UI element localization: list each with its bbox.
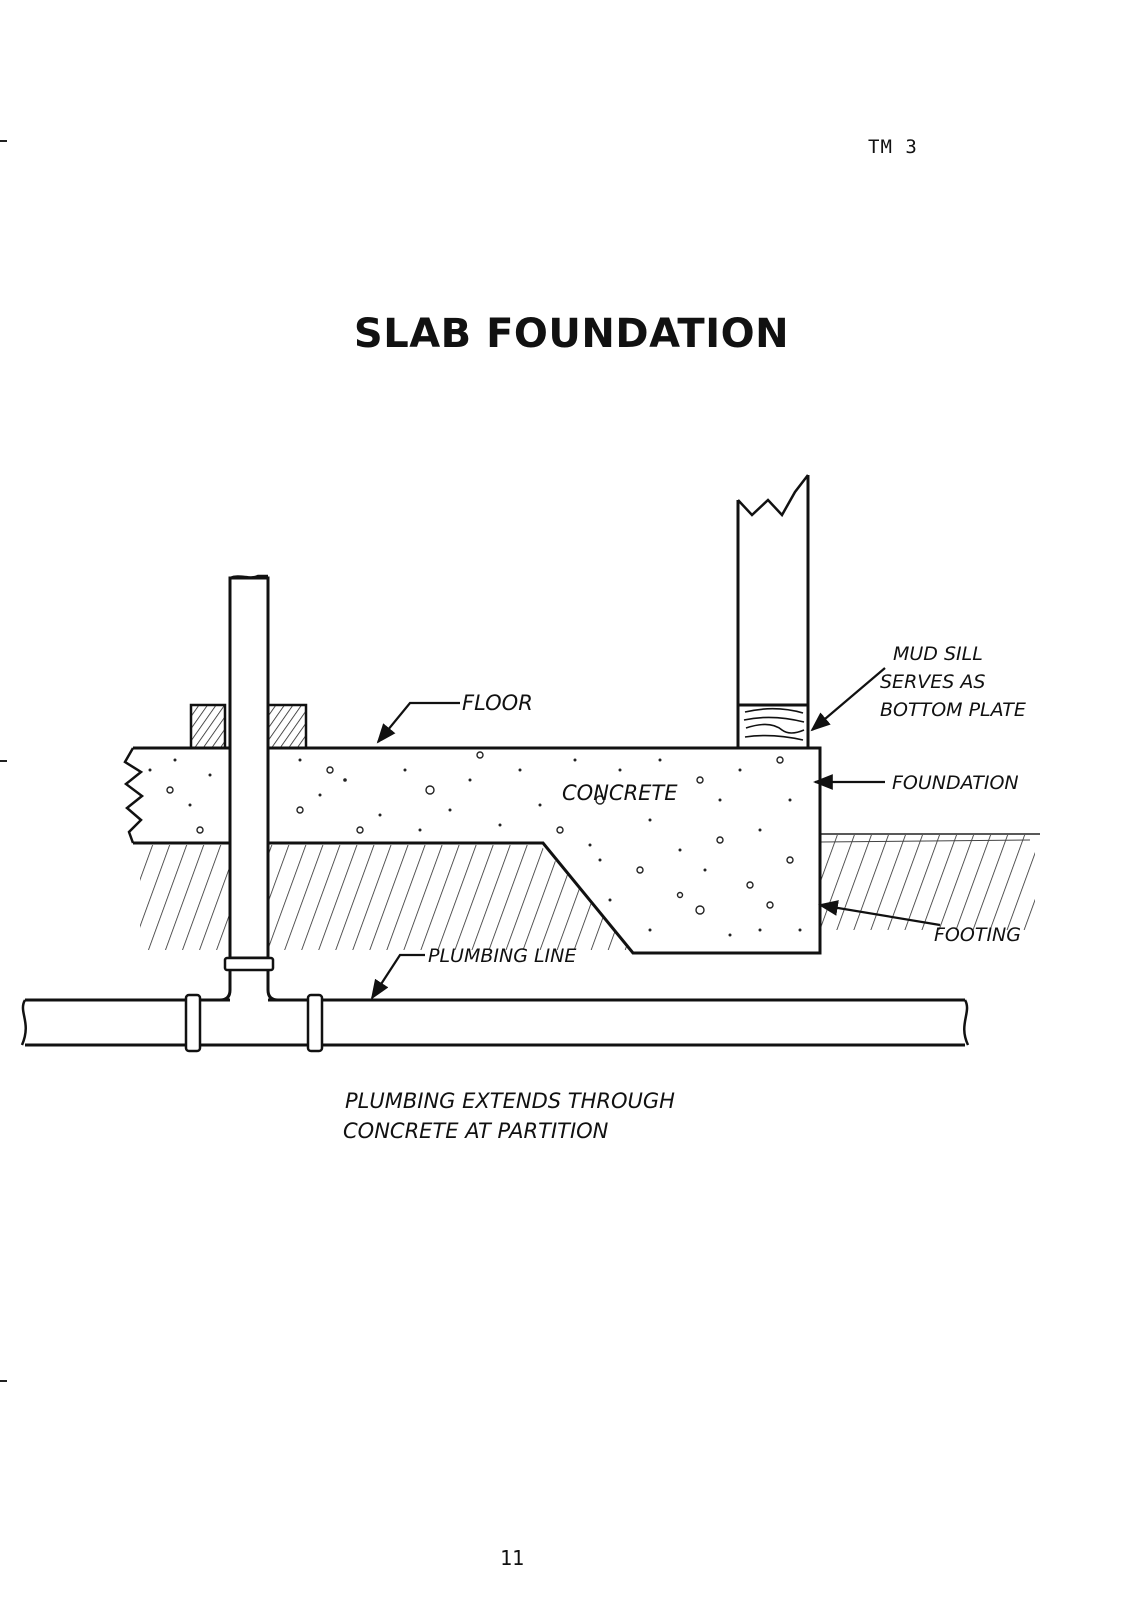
plumbing-line-label: PLUMBING LINE [428,945,576,967]
concrete-aggregate [166,751,794,915]
page-id-label: TM 3 [868,136,918,158]
concrete-label: CONCRETE [562,781,678,805]
mud-sill [736,703,810,750]
margin-tick-top [0,140,7,142]
mud-sill-label-line2: SERVES AS [880,671,985,693]
caption-line2: CONCRETE AT PARTITION [343,1119,609,1143]
page-title: SLAB FOUNDATION [353,311,790,357]
mud-sill-label-line3: BOTTOM PLATE [880,699,1026,721]
foundation-label: FOUNDATION [892,772,1019,794]
concrete-slab [123,746,822,955]
footing-label: FOOTING [934,924,1021,946]
margin-tick-bottom [0,1380,7,1382]
margin-tick-middle [0,760,7,762]
concrete-specks [148,758,802,937]
page-number: 11 [500,1546,525,1570]
mud-sill-label-line1: MUD SILL [893,643,983,665]
floor-label: FLOOR [462,691,533,715]
bottom-plate-left [189,703,308,750]
caption-line1: PLUMBING EXTENDS THROUGH [345,1089,675,1113]
horizontal-plumbing-pipe [20,993,970,1053]
leader-lines [370,667,941,1000]
vertical-plumbing-pipe [160,574,320,1002]
